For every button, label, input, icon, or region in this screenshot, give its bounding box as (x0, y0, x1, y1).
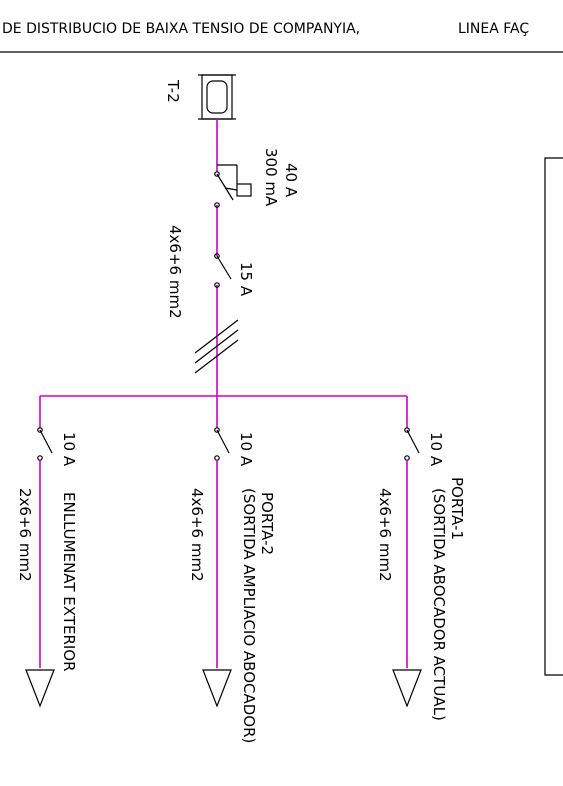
feeder-switch-rating: 15 A (237, 262, 255, 297)
transformer-label: T-2 (164, 79, 182, 103)
circuit-1-cable: 2x6+6 mm2 (16, 488, 34, 582)
feeder-switch-symbol (214, 253, 232, 288)
circuit-2-cable: 4x6+6 mm2 (188, 488, 206, 582)
circuit-1-name: ENLLUMENAT EXTERIOR (60, 492, 78, 672)
main-breaker-sensitivity: 300 mA (262, 148, 280, 207)
circuit-1-branch (25, 396, 55, 708)
conductor-ticks (194, 319, 239, 374)
circuit-3-cable: 4x6+6 mm2 (376, 488, 394, 582)
header-text-2: LINEA FAÇ (458, 21, 529, 37)
transformer-symbol (198, 74, 236, 120)
main-breaker-rating: 40 A (282, 163, 300, 198)
circuit-3-rating: 10 A (427, 432, 445, 467)
circuit-2-name: PORTA-2 (258, 492, 276, 555)
circuit-2-branch (202, 396, 232, 708)
header-text: DE DISTRIBUCIO DE BAIXA TENSIO DE COMPAN… (2, 21, 360, 37)
circuit-2-desc: (SORTIDA AMPLIACIO ABOCADOR) (240, 488, 258, 743)
circuit-1-rating: 10 A (60, 432, 78, 467)
circuit-3-desc: (SORTIDA ABOCADOR ACTUAL) (430, 488, 448, 721)
circuit-2-rating: 10 A (237, 432, 255, 467)
circuit-3-branch (392, 396, 422, 708)
feeder-cable: 4x6+6 mm2 (166, 225, 184, 319)
circuit-3-name: PORTA-1 (448, 477, 466, 540)
legend-frame (544, 157, 563, 676)
differential-breaker-symbol (214, 164, 252, 208)
